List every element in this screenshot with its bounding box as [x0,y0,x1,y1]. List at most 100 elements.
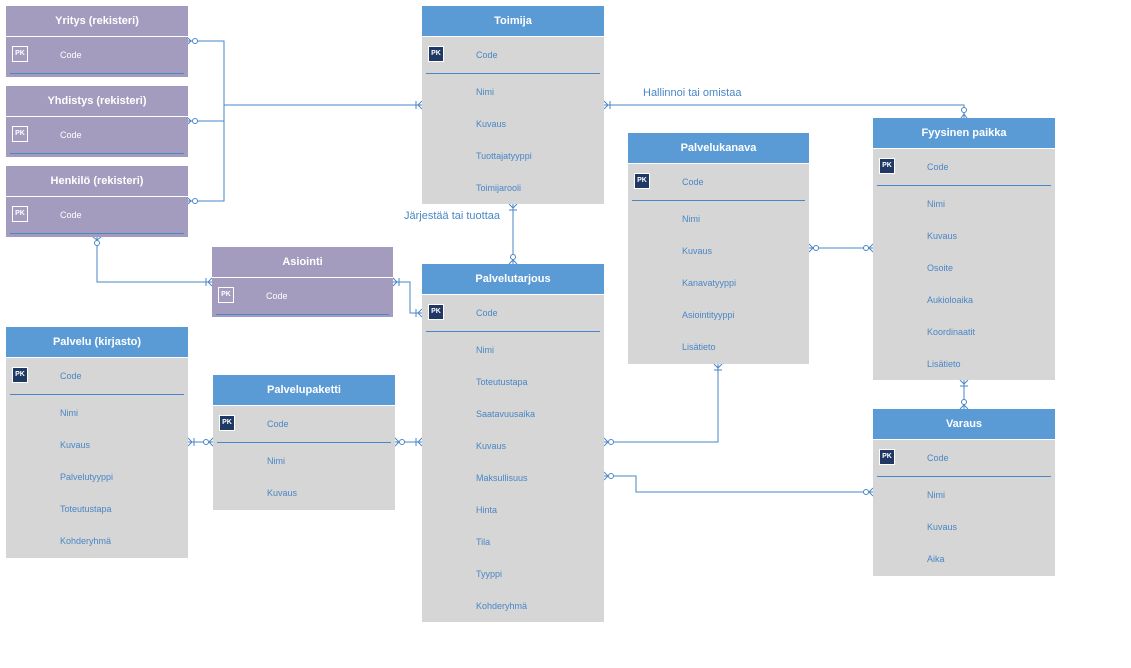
entity-title: Palvelukanava [628,133,809,164]
attribute-list: Nimi Kuvaus Palvelutyyppi Toteutustapa K… [6,395,188,561]
attribute: Nimi [682,214,700,224]
attribute: Kanavatyyppi [682,278,737,288]
entity-title: Henkilö (rekisteri) [6,166,188,197]
attribute: Toteutustapa [476,377,528,387]
primary-key-row: PK Code [217,406,391,443]
entity-title: Fyysinen paikka [873,118,1055,149]
pk-key-badge: PK [428,304,444,320]
pk-field: Code [60,371,82,381]
primary-key-row: PK Code [10,37,184,74]
pk-key-badge: PK [879,449,895,465]
primary-key-row: PK Code [10,117,184,154]
pk-field: Code [60,210,82,220]
pk-field: Code [682,177,704,187]
attribute: Kuvaus [927,231,958,241]
pk-field: Code [60,50,82,60]
entity-palvelukanava[interactable]: Palvelukanava PK Code Nimi Kuvaus Kanava… [628,133,809,364]
pk-key-badge: PK [634,173,650,189]
attribute: Kuvaus [476,119,507,129]
entity-yhdistys[interactable]: Yhdistys (rekisteri) PK Code [6,86,188,157]
attribute: Nimi [476,345,494,355]
attribute: Koordinaatit [927,327,976,337]
attribute: Nimi [927,199,945,209]
entity-title: Asiointi [212,247,393,278]
entity-title: Palvelu (kirjasto) [6,327,188,358]
attribute: Osoite [927,263,954,273]
attribute: Tyyppi [476,569,503,579]
attribute: Kuvaus [267,488,298,498]
attribute-list: Nimi Kuvaus Aika [873,477,1055,579]
attribute: Kohderyhmä [476,601,528,611]
attribute: Kuvaus [682,246,713,256]
primary-key-row: PK Code [877,149,1051,186]
pk-field: Code [476,50,498,60]
attribute: Aika [927,554,945,564]
pk-key-badge: PK [12,46,28,62]
entity-fyysinen-paikka[interactable]: Fyysinen paikka PK Code Nimi Kuvaus Osoi… [873,118,1055,380]
attribute: Hinta [476,505,498,515]
attribute: Tuottajatyyppi [476,151,532,161]
attribute: Palvelutyyppi [60,472,114,482]
pk-key-badge: PK [12,126,28,142]
attribute: Maksullisuus [476,473,528,483]
primary-key-row: PK Code [877,440,1051,477]
attribute: Saatavuusaika [476,409,536,419]
attribute: Aukioloaika [927,295,974,305]
attribute: Nimi [60,408,78,418]
entity-varaus[interactable]: Varaus PK Code Nimi Kuvaus Aika [873,409,1055,576]
attribute-list: Nimi Kuvaus Kanavatyyppi Asiointityyppi … [628,201,809,367]
attribute: Nimi [927,490,945,500]
entity-palvelutarjous[interactable]: Palvelutarjous PK Code Nimi Toteutustapa… [422,264,604,622]
relationship-label-jarjestaa: Järjestää tai tuottaa [404,210,501,222]
entity-palvelu[interactable]: Palvelu (kirjasto) PK Code Nimi Kuvaus P… [6,327,188,558]
attribute: Kuvaus [476,441,507,451]
attribute: Kohderyhmä [60,536,112,546]
attribute: Nimi [476,87,494,97]
link-yritys-toimija [188,40,422,202]
pk-field: Code [927,162,949,172]
link-toimija-fyysinen [604,104,965,118]
relationship-label-hallinnoi: Hallinnoi tai omistaa [643,87,742,99]
primary-key-row: PK Code [10,197,184,234]
pk-field: Code [266,291,288,301]
entity-title: Yhdistys (rekisteri) [6,86,188,117]
entity-title: Palvelupaketti [213,375,395,406]
link-palvelutarjous-palvelukanava [604,364,719,443]
primary-key-row: PK Code [426,37,600,74]
link-palvelutarjous-varaus [604,475,873,493]
entity-title: Yritys (rekisteri) [6,6,188,37]
pk-field: Code [927,453,949,463]
link-asiointi-palvelutarjous [393,281,422,314]
pk-key-badge: PK [12,206,28,222]
pk-key-badge: PK [219,415,235,431]
entity-title: Palvelutarjous [422,264,604,295]
pk-key-badge: PK [428,46,444,62]
entity-henkilo[interactable]: Henkilö (rekisteri) PK Code [6,166,188,237]
entity-title: Varaus [873,409,1055,440]
attribute-list: Nimi Kuvaus Tuottajatyyppi Toimijarooli [422,74,604,208]
attribute: Asiointityyppi [682,310,735,320]
attribute: Kuvaus [927,522,958,532]
attribute: Toimijarooli [476,183,522,193]
pk-field: Code [267,419,289,429]
attribute: Tila [476,537,491,547]
attribute: Lisätieto [682,342,716,352]
attribute: Nimi [267,456,285,466]
attribute: Kuvaus [60,440,91,450]
entity-yritys[interactable]: Yritys (rekisteri) PK Code [6,6,188,77]
entity-asiointi[interactable]: Asiointi PK Code [212,247,393,317]
primary-key-row: PK Code [10,358,184,395]
entity-toimija[interactable]: Toimija PK Code Nimi Kuvaus Tuottajatyyp… [422,6,604,204]
entity-palvelupaketti[interactable]: Palvelupaketti PK Code Nimi Kuvaus [213,375,395,510]
pk-field: Code [60,130,82,140]
attribute-list: Nimi Kuvaus [213,443,395,513]
primary-key-row: PK Code [216,278,389,315]
link-henkilo-asiointi [96,237,212,283]
primary-key-row: PK Code [632,164,805,201]
attribute: Toteutustapa [60,504,112,514]
attribute-list: Nimi Kuvaus Osoite Aukioloaika Koordinaa… [873,186,1055,384]
primary-key-row: PK Code [426,295,600,332]
pk-key-badge: PK [879,158,895,174]
pk-key-badge: PK [218,287,234,303]
